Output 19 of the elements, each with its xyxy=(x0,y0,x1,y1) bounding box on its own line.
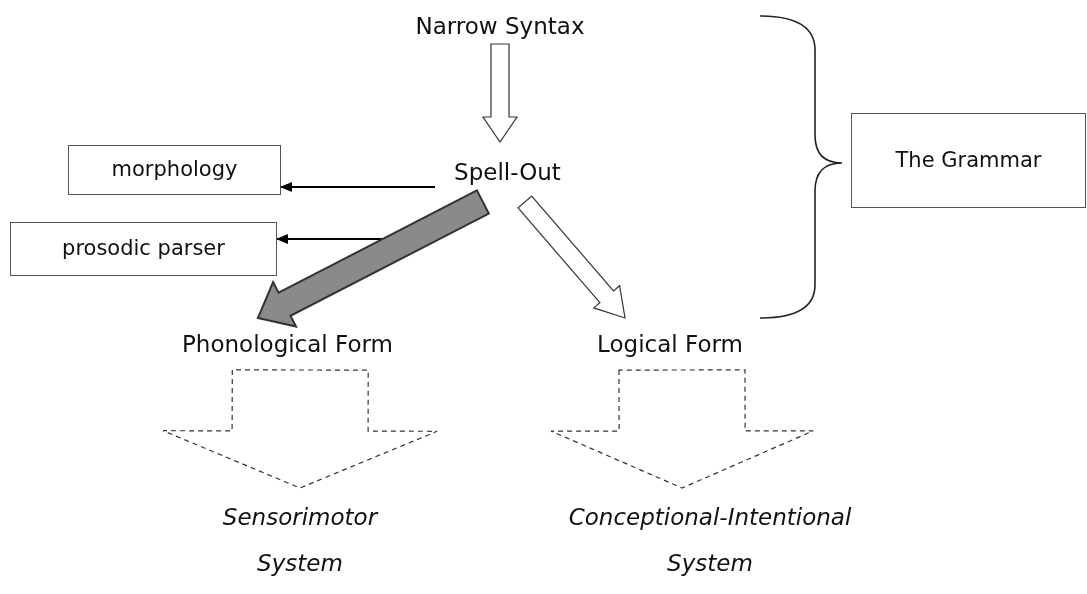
arrow xyxy=(280,182,436,192)
block-arrow xyxy=(162,369,438,489)
block-arrow xyxy=(517,195,626,319)
stage-label: Phonological Form xyxy=(182,330,393,359)
stage-label: Narrow Syntax xyxy=(415,12,585,41)
system-label: Conceptional-Intentional System xyxy=(567,503,853,578)
block-arrow xyxy=(256,189,491,328)
box-label: The Grammar xyxy=(895,147,1042,174)
stage-label: Spell-Out xyxy=(454,158,561,187)
box-label: morphology xyxy=(111,157,238,183)
arrow xyxy=(276,234,383,244)
block-arrow xyxy=(481,43,519,144)
label-box xyxy=(851,113,1086,208)
stage-label: Logical Form xyxy=(597,330,743,359)
system-label: Sensorimotor System xyxy=(221,503,380,578)
label-box xyxy=(10,222,277,276)
box-label: prosodic parser xyxy=(62,236,225,262)
label-box xyxy=(68,145,281,195)
block-arrow xyxy=(550,369,814,489)
